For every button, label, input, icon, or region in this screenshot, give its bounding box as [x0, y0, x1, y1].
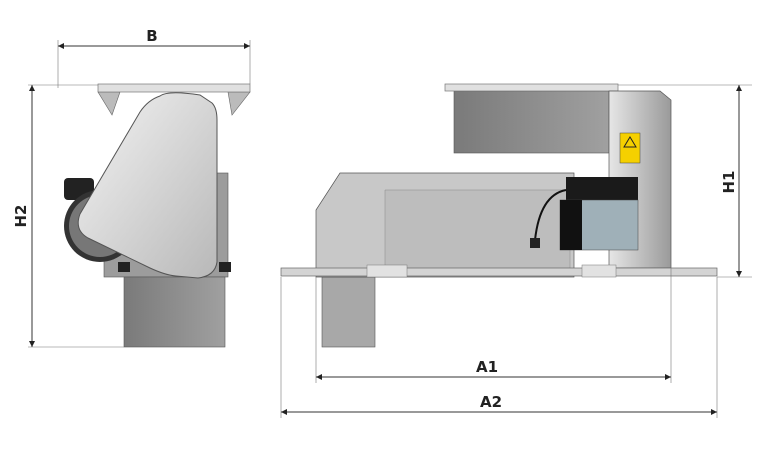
base-plate [280, 267, 718, 277]
label-a1: A1 [476, 358, 498, 376]
label-b: B [146, 27, 157, 45]
dimension-lines [28, 40, 752, 418]
plug-icon [530, 238, 540, 248]
warning-label [619, 132, 641, 164]
side-top-plate [444, 83, 619, 92]
front-view-machine [64, 83, 251, 348]
top-plate [97, 83, 251, 93]
label-a2: A2 [480, 393, 502, 411]
side-outlet-chute [321, 276, 376, 348]
label-h1: H1 [720, 171, 738, 194]
warning-icon [623, 136, 637, 148]
motor-switch [566, 177, 638, 203]
label-h2: H2 [12, 205, 30, 228]
hopper-box [453, 90, 610, 154]
side-view-machine [280, 83, 718, 348]
power-cable [534, 189, 567, 241]
front-outlet-chute [123, 276, 226, 348]
belt-cover [77, 92, 218, 279]
